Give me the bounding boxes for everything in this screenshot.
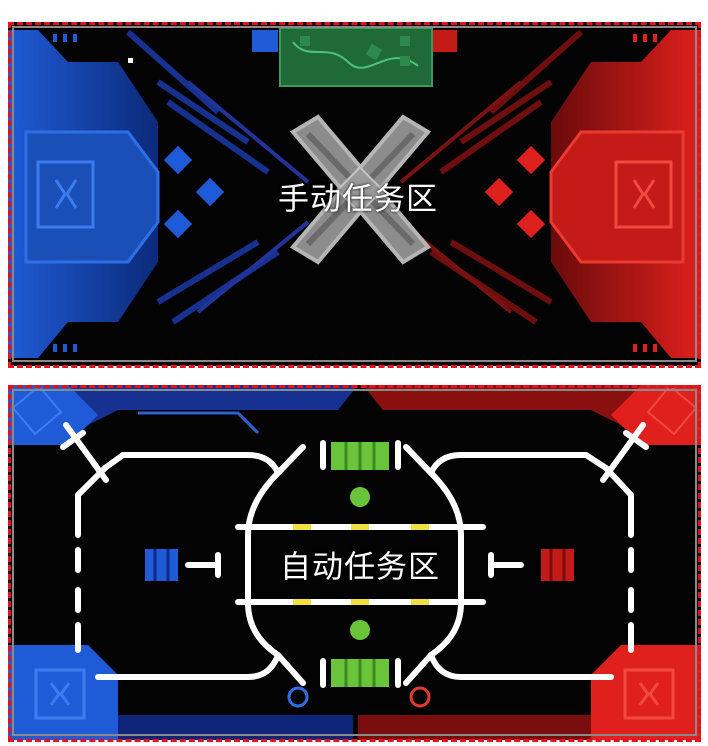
blue-roller	[145, 549, 178, 581]
red-team-base	[399, 29, 701, 358]
green-roller-bottom	[331, 659, 389, 687]
green-roller-top	[331, 442, 389, 470]
blue-diamond-markers	[163, 145, 225, 239]
manual-zone-label: 手动任务区	[278, 181, 438, 218]
red-roller	[541, 549, 574, 581]
field-outline-auto	[12, 389, 697, 736]
auto-field-artwork	[8, 385, 701, 740]
red-side-artwork	[358, 385, 701, 740]
circuit-board-panel	[279, 27, 433, 87]
auto-zone-label: 自动任务区	[280, 549, 440, 586]
auto-task-field	[8, 385, 701, 740]
green-ball-top	[350, 487, 370, 507]
manual-task-field	[8, 22, 701, 366]
center-x-structure	[289, 114, 432, 265]
blue-team-base	[8, 29, 310, 358]
auto-track-lines	[60, 422, 649, 688]
field-outline	[12, 26, 697, 362]
green-ball-bottom	[350, 620, 370, 640]
manual-field-artwork	[8, 26, 701, 362]
yellow-line-markers	[293, 524, 429, 605]
edge-ticks	[53, 34, 77, 352]
red-diamond-markers	[484, 145, 546, 239]
blue-side-artwork	[8, 385, 358, 740]
